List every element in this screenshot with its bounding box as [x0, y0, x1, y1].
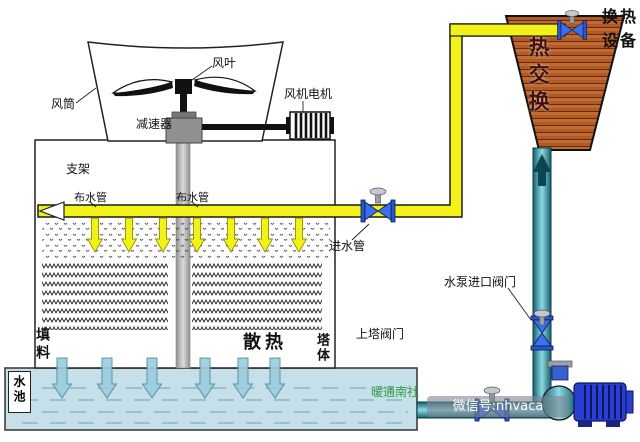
label-support: 支架 — [66, 162, 91, 176]
label-inlet-pipe: 进水管 — [329, 239, 366, 253]
label-fill-material: 填料 — [34, 327, 51, 363]
flow-arrow-up-icon — [533, 154, 551, 172]
hot-water-pipe-top — [449, 23, 566, 37]
water-pump-icon — [541, 360, 634, 427]
cold-water-pipe-vertical — [532, 147, 552, 411]
leader-lines — [75, 65, 532, 321]
fan-motor-icon — [202, 111, 334, 140]
label-fan-blade: 风叶 — [212, 56, 237, 70]
label-water-pool-box: 水池 — [8, 371, 31, 413]
spray-zone — [42, 220, 330, 260]
label-upper-tower-valve: 上塔阀门 — [356, 327, 405, 341]
label-reducer: 减速器 — [136, 117, 173, 131]
reducer-icon — [165, 111, 203, 144]
label-pump-inlet-valve: 水泵进口阀门 — [444, 275, 517, 289]
label-wind-tube: 风筒 — [51, 97, 76, 111]
label-water-pool: 水池 — [12, 375, 26, 405]
flow-arrow-left-icon — [38, 201, 65, 221]
label-dist-pipe-left: 布水管 — [74, 191, 107, 204]
water-pool — [4, 367, 418, 431]
label-tower-body: 塔体 — [313, 333, 329, 363]
heat-exchanger-icon — [504, 15, 626, 151]
label-fan-motor: 风机电机 — [284, 87, 333, 101]
label-heat-exchange: 热交换 — [526, 36, 551, 117]
label-heat-exchange-equipment: 换热设备 — [602, 7, 639, 50]
fill-material-zone — [42, 262, 322, 330]
label-dist-pipe-right: 布水管 — [176, 191, 209, 204]
watermark-wechat-badge: 微信号:nhvaca — [427, 396, 569, 417]
fan-assembly-icon — [111, 76, 257, 118]
watermark-publisher: 暖通南社 — [371, 385, 420, 399]
label-heat-dissipation: 散热 — [243, 332, 287, 353]
